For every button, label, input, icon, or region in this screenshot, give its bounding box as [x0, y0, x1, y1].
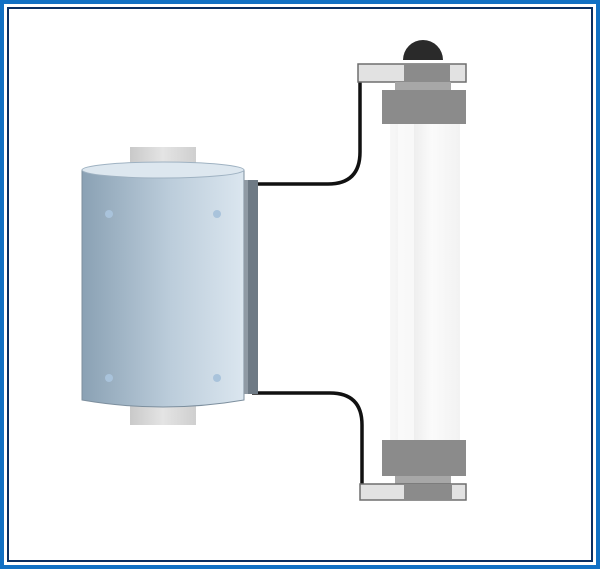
tank-bolt [213, 210, 221, 218]
top-bracket-block [404, 64, 450, 82]
top-cap [382, 90, 466, 124]
tank-body [81, 164, 245, 408]
tank-bolt [213, 374, 221, 382]
top-knob [403, 40, 443, 60]
tank-bolt [105, 210, 113, 218]
tank-top-rim [81, 161, 245, 179]
inner-frame [7, 7, 593, 562]
upper-hose [252, 80, 362, 186]
reservoir-tank [81, 147, 258, 425]
bottom-collar [395, 476, 451, 484]
tank-side-highlight [244, 180, 248, 394]
glass-column [390, 120, 460, 450]
lower-hose [252, 391, 364, 490]
top-collar [395, 82, 451, 90]
glass-highlight [398, 120, 414, 450]
tank-bottom-cap [130, 405, 196, 425]
tank-bolt [105, 374, 113, 382]
bottom-cap [382, 440, 466, 476]
upper-end-fitting [357, 40, 467, 124]
lower-end-fitting [359, 440, 467, 501]
bottom-bracket-block [404, 484, 452, 500]
